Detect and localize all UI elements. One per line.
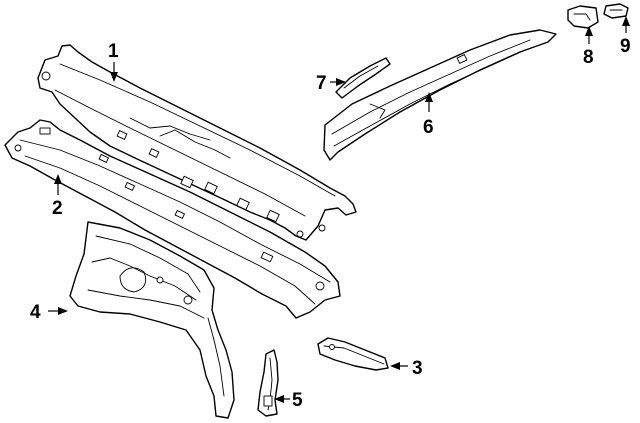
part-5-bracket[interactable]	[257, 349, 279, 417]
callout-7: 7	[316, 73, 346, 94]
part-6-cowl-grille[interactable]	[323, 29, 557, 161]
callout-label-3: 3	[412, 358, 423, 379]
callout-3: 3	[390, 358, 423, 379]
part-1-cowl-upper-panel[interactable]	[37, 44, 357, 241]
callout-label-4: 4	[30, 302, 41, 323]
part-9-clip[interactable]	[603, 3, 629, 19]
part-4-dash-side-panel[interactable]	[69, 221, 235, 419]
callout-1: 1	[108, 41, 119, 82]
part-7-seal[interactable]	[335, 57, 391, 99]
callout-label-9: 9	[620, 36, 631, 57]
callout-8: 8	[583, 26, 594, 68]
part-2-cowl-lower-panel[interactable]	[4, 119, 341, 319]
callout-label-5: 5	[292, 390, 303, 411]
callout-5: 5	[274, 390, 303, 411]
callout-9: 9	[620, 16, 631, 57]
callout-label-1: 1	[108, 41, 119, 62]
callout-label-8: 8	[583, 47, 594, 68]
part-3-bracket[interactable]	[317, 337, 389, 371]
callout-label-7: 7	[316, 73, 327, 94]
callout-4: 4	[30, 302, 68, 323]
callout-2: 2	[52, 174, 63, 219]
callout-label-6: 6	[423, 117, 434, 138]
callout-label-2: 2	[52, 198, 63, 219]
part-8-clip[interactable]	[567, 5, 599, 29]
callout-6: 6	[423, 92, 434, 138]
